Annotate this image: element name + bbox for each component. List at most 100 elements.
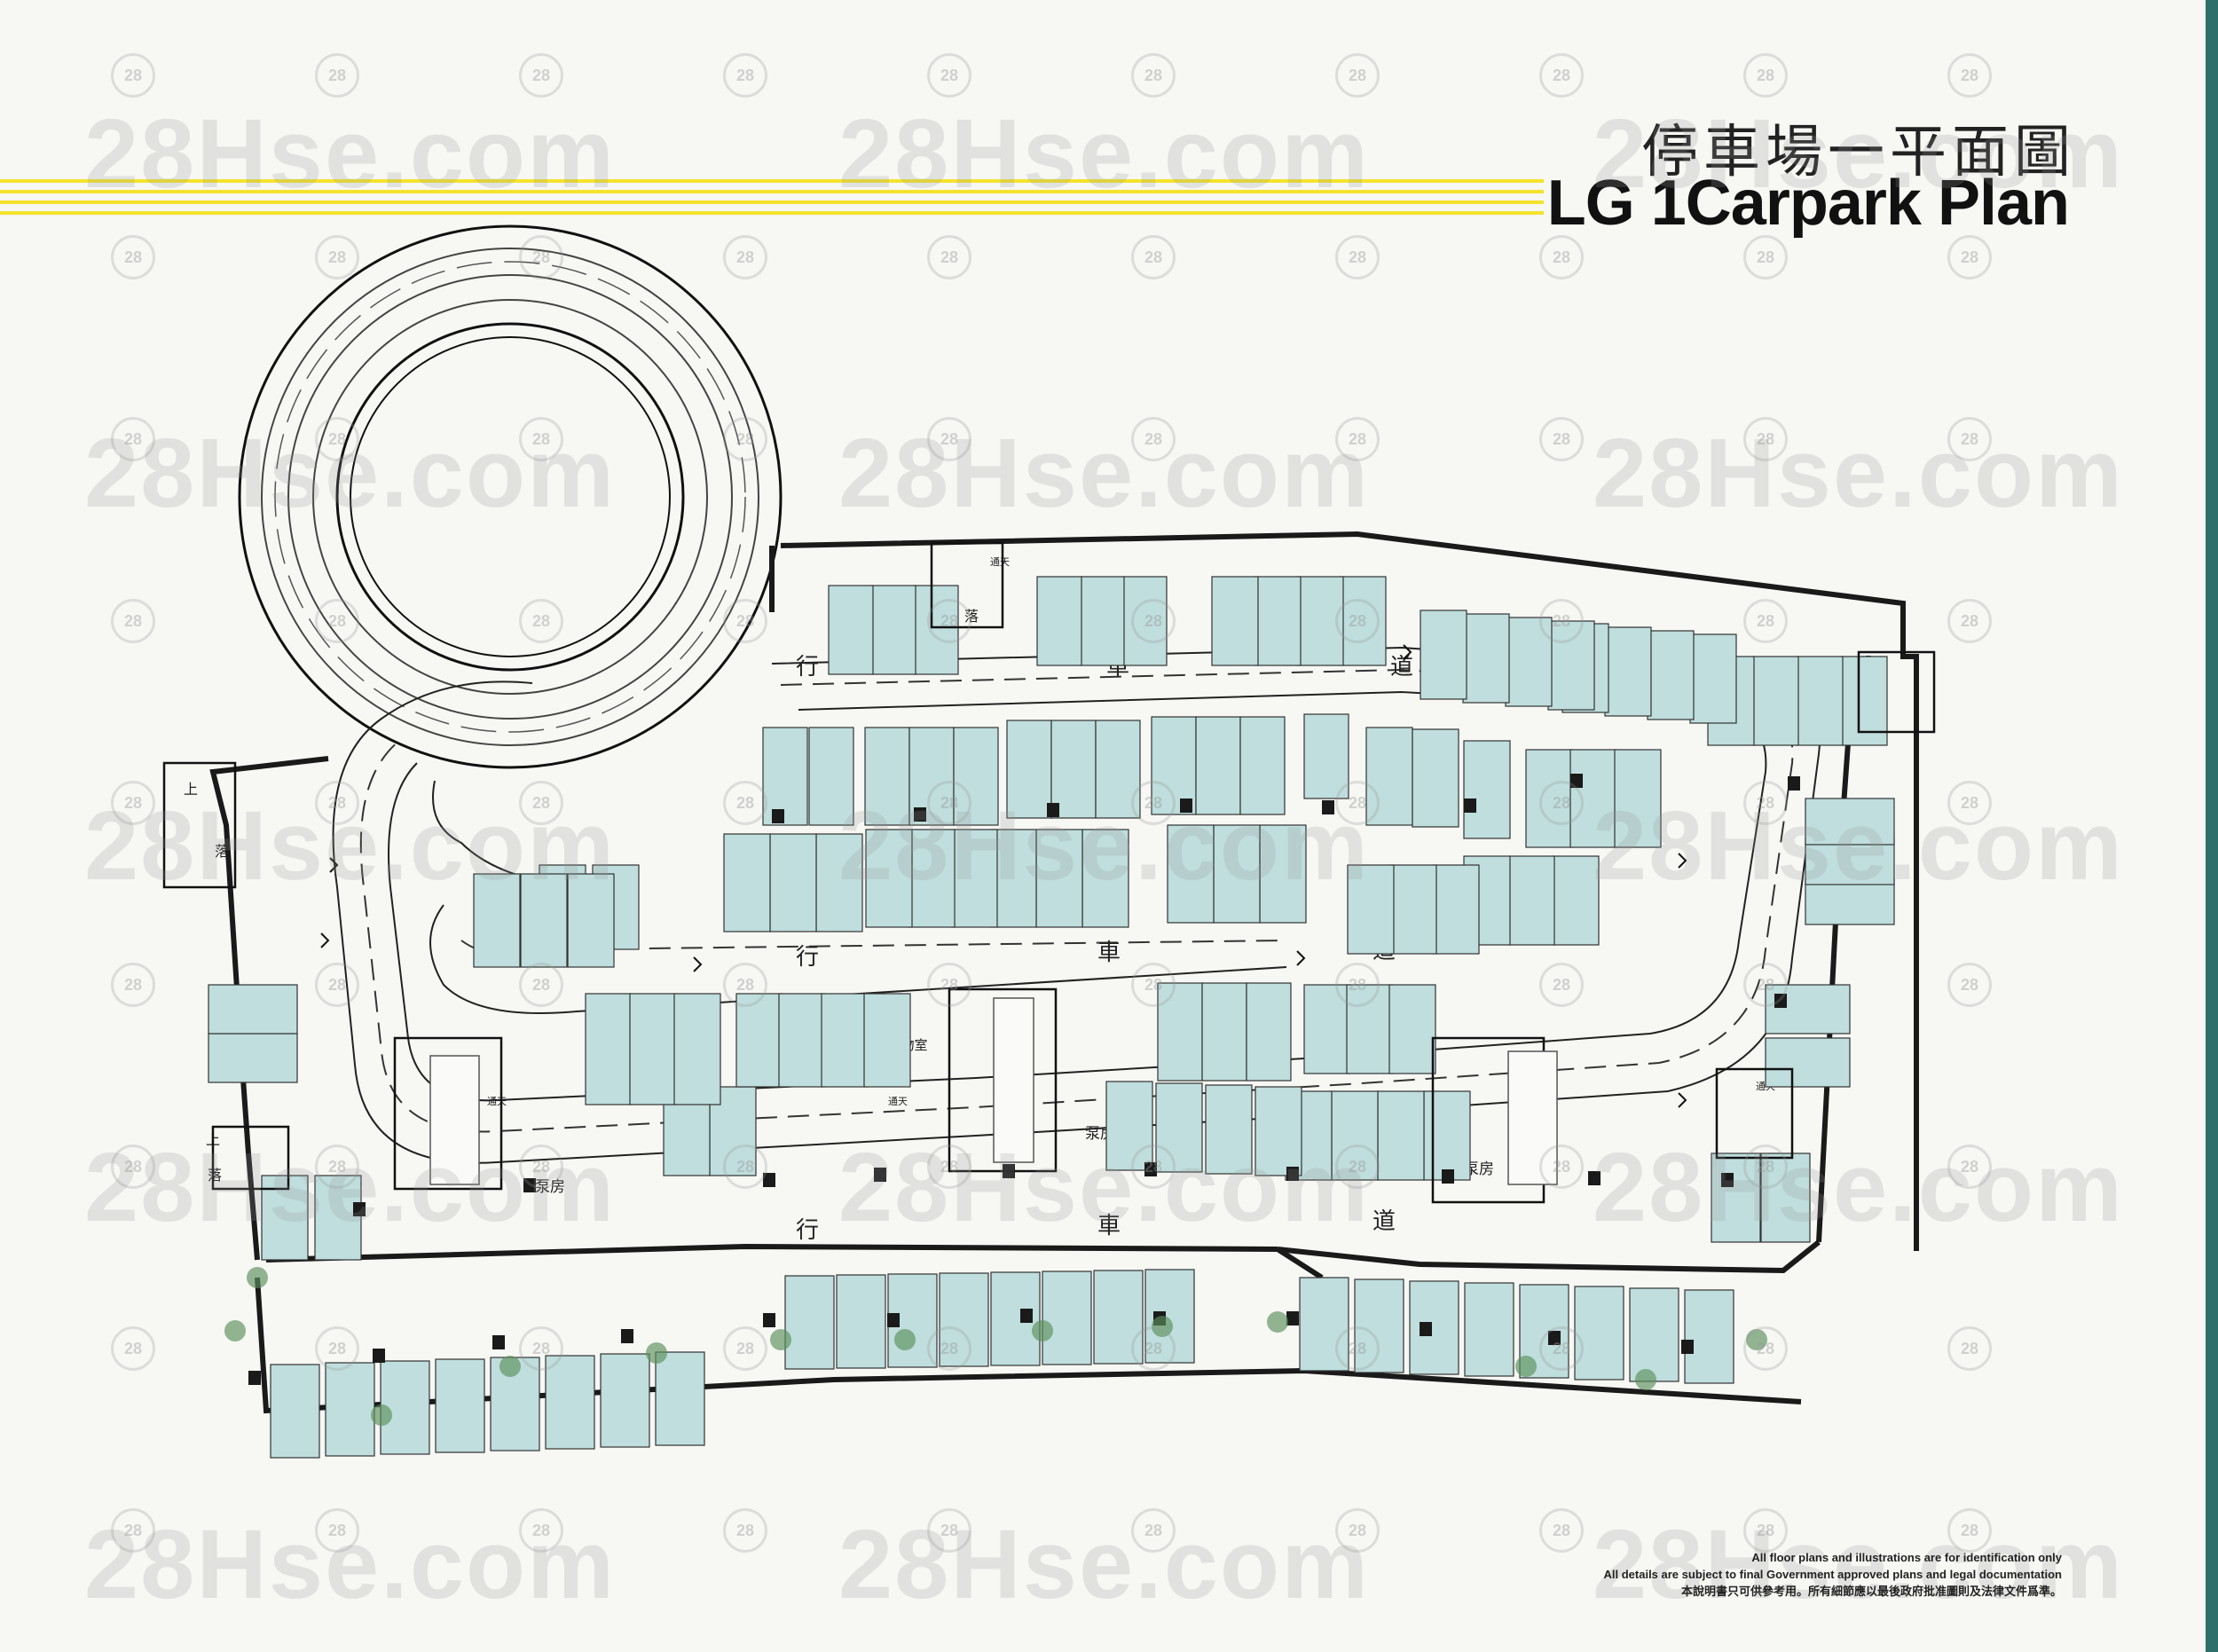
parking-bay [1254, 576, 1302, 666]
watermark-badge-icon: 28 [1539, 1508, 1584, 1553]
parking-bay [1604, 626, 1652, 717]
parking-bay [1205, 1084, 1253, 1175]
watermark-badge-icon: 28 [519, 963, 563, 1007]
watermark-badge-icon: 28 [1335, 781, 1380, 825]
column [763, 1173, 775, 1187]
parking-bay [1647, 630, 1695, 720]
watermark-badge-icon: 28 [111, 599, 155, 643]
disclaimer-line: 本說明書只可供參考用。所有細節應以最後政府批准圖則及法律文件爲準。 [1680, 1585, 2062, 1598]
parking-bay [520, 873, 568, 968]
watermark-badge-icon: 28 [927, 417, 971, 461]
watermark-badge-icon: 28 [315, 963, 359, 1007]
watermark-badge-icon: 28 [519, 417, 563, 461]
watermark-badge-icon: 28 [1947, 235, 1992, 279]
column [1286, 1167, 1299, 1181]
stair-up-label: 上 [184, 782, 198, 798]
parking-bay [1255, 1086, 1302, 1176]
watermark-badge-icon: 28 [111, 1326, 155, 1371]
driveway-label: 行 [796, 653, 819, 680]
parking-bay [1765, 1037, 1851, 1088]
watermark-badge-icon: 28 [1743, 1145, 1788, 1189]
watermark-badge-icon: 28 [315, 53, 359, 98]
parking-bay [1211, 576, 1259, 666]
parking-bay [1629, 1287, 1679, 1382]
watermark-badge-icon: 28 [1335, 417, 1380, 461]
watermark-badge-icon: 28 [315, 1145, 359, 1189]
parking-bay [600, 1353, 650, 1448]
watermark-badge-icon: 28 [1335, 1508, 1380, 1553]
column [1047, 803, 1059, 817]
watermark-badge-icon: 28 [111, 1508, 155, 1553]
watermark-badge-icon: 28 [1539, 781, 1584, 825]
parking-bay [778, 993, 826, 1088]
watermark-badge-icon: 28 [1131, 1145, 1176, 1189]
column [1721, 1173, 1734, 1187]
watermark-badge-icon: 28 [1743, 417, 1788, 461]
watermark-badge-icon: 28 [519, 781, 563, 825]
parking-bay [762, 727, 808, 826]
column [914, 807, 926, 822]
watermark-badge-icon: 28 [315, 1326, 359, 1371]
watermark-badge-icon: 28 [315, 599, 359, 643]
watermark-badge-icon: 28 [519, 599, 563, 643]
disclaimer-line: All floor plans and illustrations are fo… [1751, 1551, 2062, 1564]
parking-bay [1805, 798, 1895, 846]
parking-bay [1796, 656, 1844, 746]
parking-bay [723, 833, 771, 932]
parking-bay [1167, 824, 1215, 924]
parking-bay [1805, 877, 1895, 925]
parking-bay [828, 585, 874, 675]
watermark-badge-icon: 28 [1539, 599, 1584, 643]
parking-bay [629, 993, 677, 1105]
column [1464, 798, 1476, 813]
column [772, 809, 784, 823]
parking-bay [821, 993, 869, 1088]
watermark-badge-icon: 28 [111, 235, 155, 279]
watermark-badge-icon: 28 [1743, 599, 1788, 643]
parking-bay [567, 873, 615, 968]
watermark-badge-icon: 28 [519, 1326, 563, 1371]
driveway-label: 道 [1372, 1208, 1396, 1234]
page-title-en: LG 1Carpark Plan [1546, 168, 2070, 239]
watermark-badge-icon: 28 [1335, 963, 1380, 1007]
parking-bay [545, 1355, 595, 1450]
header-rule [0, 179, 1544, 183]
watermark-badge-icon: 28 [315, 781, 359, 825]
parking-bay [1464, 1282, 1514, 1377]
watermark-badge-icon: 28 [1539, 235, 1584, 279]
parking-bay [673, 993, 721, 1105]
watermark-badge-icon: 28 [1947, 1145, 1992, 1189]
column [1788, 776, 1800, 791]
watermark-badge-icon: 28 [1743, 53, 1788, 98]
watermark-badge-icon: 28 [1131, 781, 1176, 825]
stair-down-label: 落 [208, 1168, 222, 1184]
watermark-badge-icon: 28 [519, 1508, 563, 1553]
parking-bay [435, 1358, 485, 1453]
watermark-badge-icon: 28 [723, 599, 767, 643]
parking-bay [769, 833, 817, 932]
parking-bay [1347, 864, 1395, 955]
column [492, 1335, 505, 1349]
parking-bay [1462, 613, 1510, 704]
watermark-badge-icon: 28 [1743, 235, 1788, 279]
parking-bay [1420, 610, 1467, 700]
watermark-badge-icon: 28 [1131, 1508, 1176, 1553]
parking-bay [735, 993, 783, 1088]
watermark-badge-icon: 28 [723, 1326, 767, 1371]
page-edge-strip [2206, 0, 2218, 1652]
parking-bay [1751, 656, 1799, 746]
watermark-badge-icon: 28 [519, 235, 563, 279]
traffic-arrows [320, 644, 1687, 1108]
column [1681, 1340, 1694, 1354]
watermark-badge-icon: 28 [111, 963, 155, 1007]
watermark-badge-icon: 28 [927, 599, 971, 643]
parking-bay [1377, 1090, 1425, 1181]
watermark-badge-icon: 28 [1335, 1326, 1380, 1371]
column [887, 1313, 900, 1327]
parking-bay [1035, 829, 1083, 928]
column [621, 1329, 633, 1343]
watermark-badge-icon: 28 [1335, 235, 1380, 279]
watermark-badge-icon: 28 [1131, 235, 1176, 279]
parking-bay [864, 727, 910, 826]
